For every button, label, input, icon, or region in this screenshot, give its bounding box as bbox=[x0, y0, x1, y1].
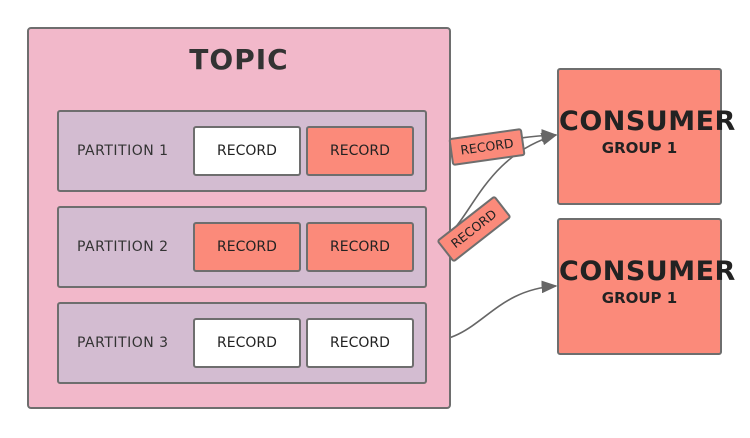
partition-2: PARTITION 2 RECORD RECORD bbox=[57, 206, 427, 288]
record-box: RECORD bbox=[193, 318, 301, 368]
partition-1: PARTITION 1 RECORD RECORD bbox=[57, 110, 427, 192]
record-box: RECORD bbox=[193, 126, 301, 176]
consumer-group-1: CONSUMER GROUP 1 bbox=[557, 68, 736, 205]
topic-box: TOPIC PARTITION 1 RECORD RECORD PARTITIO… bbox=[27, 27, 451, 409]
partition-3: PARTITION 3 RECORD RECORD bbox=[57, 302, 427, 384]
consumer-group-2: CONSUMER GROUP 1 bbox=[557, 218, 736, 355]
consumer-subtitle: GROUP 1 bbox=[601, 139, 678, 157]
record-box: RECORD bbox=[306, 222, 414, 272]
consumer-title: CONSUMER bbox=[559, 256, 736, 287]
consumer-subtitle: GROUP 1 bbox=[601, 289, 678, 307]
topic-title: TOPIC bbox=[189, 43, 289, 76]
consumer-title: CONSUMER bbox=[559, 106, 736, 137]
record-box: RECORD bbox=[306, 126, 414, 176]
record-box: RECORD bbox=[193, 222, 301, 272]
partition-label: PARTITION 2 bbox=[77, 239, 169, 255]
partition-label: PARTITION 3 bbox=[77, 335, 169, 351]
partition-label: PARTITION 1 bbox=[77, 143, 169, 159]
record-box: RECORD bbox=[306, 318, 414, 368]
